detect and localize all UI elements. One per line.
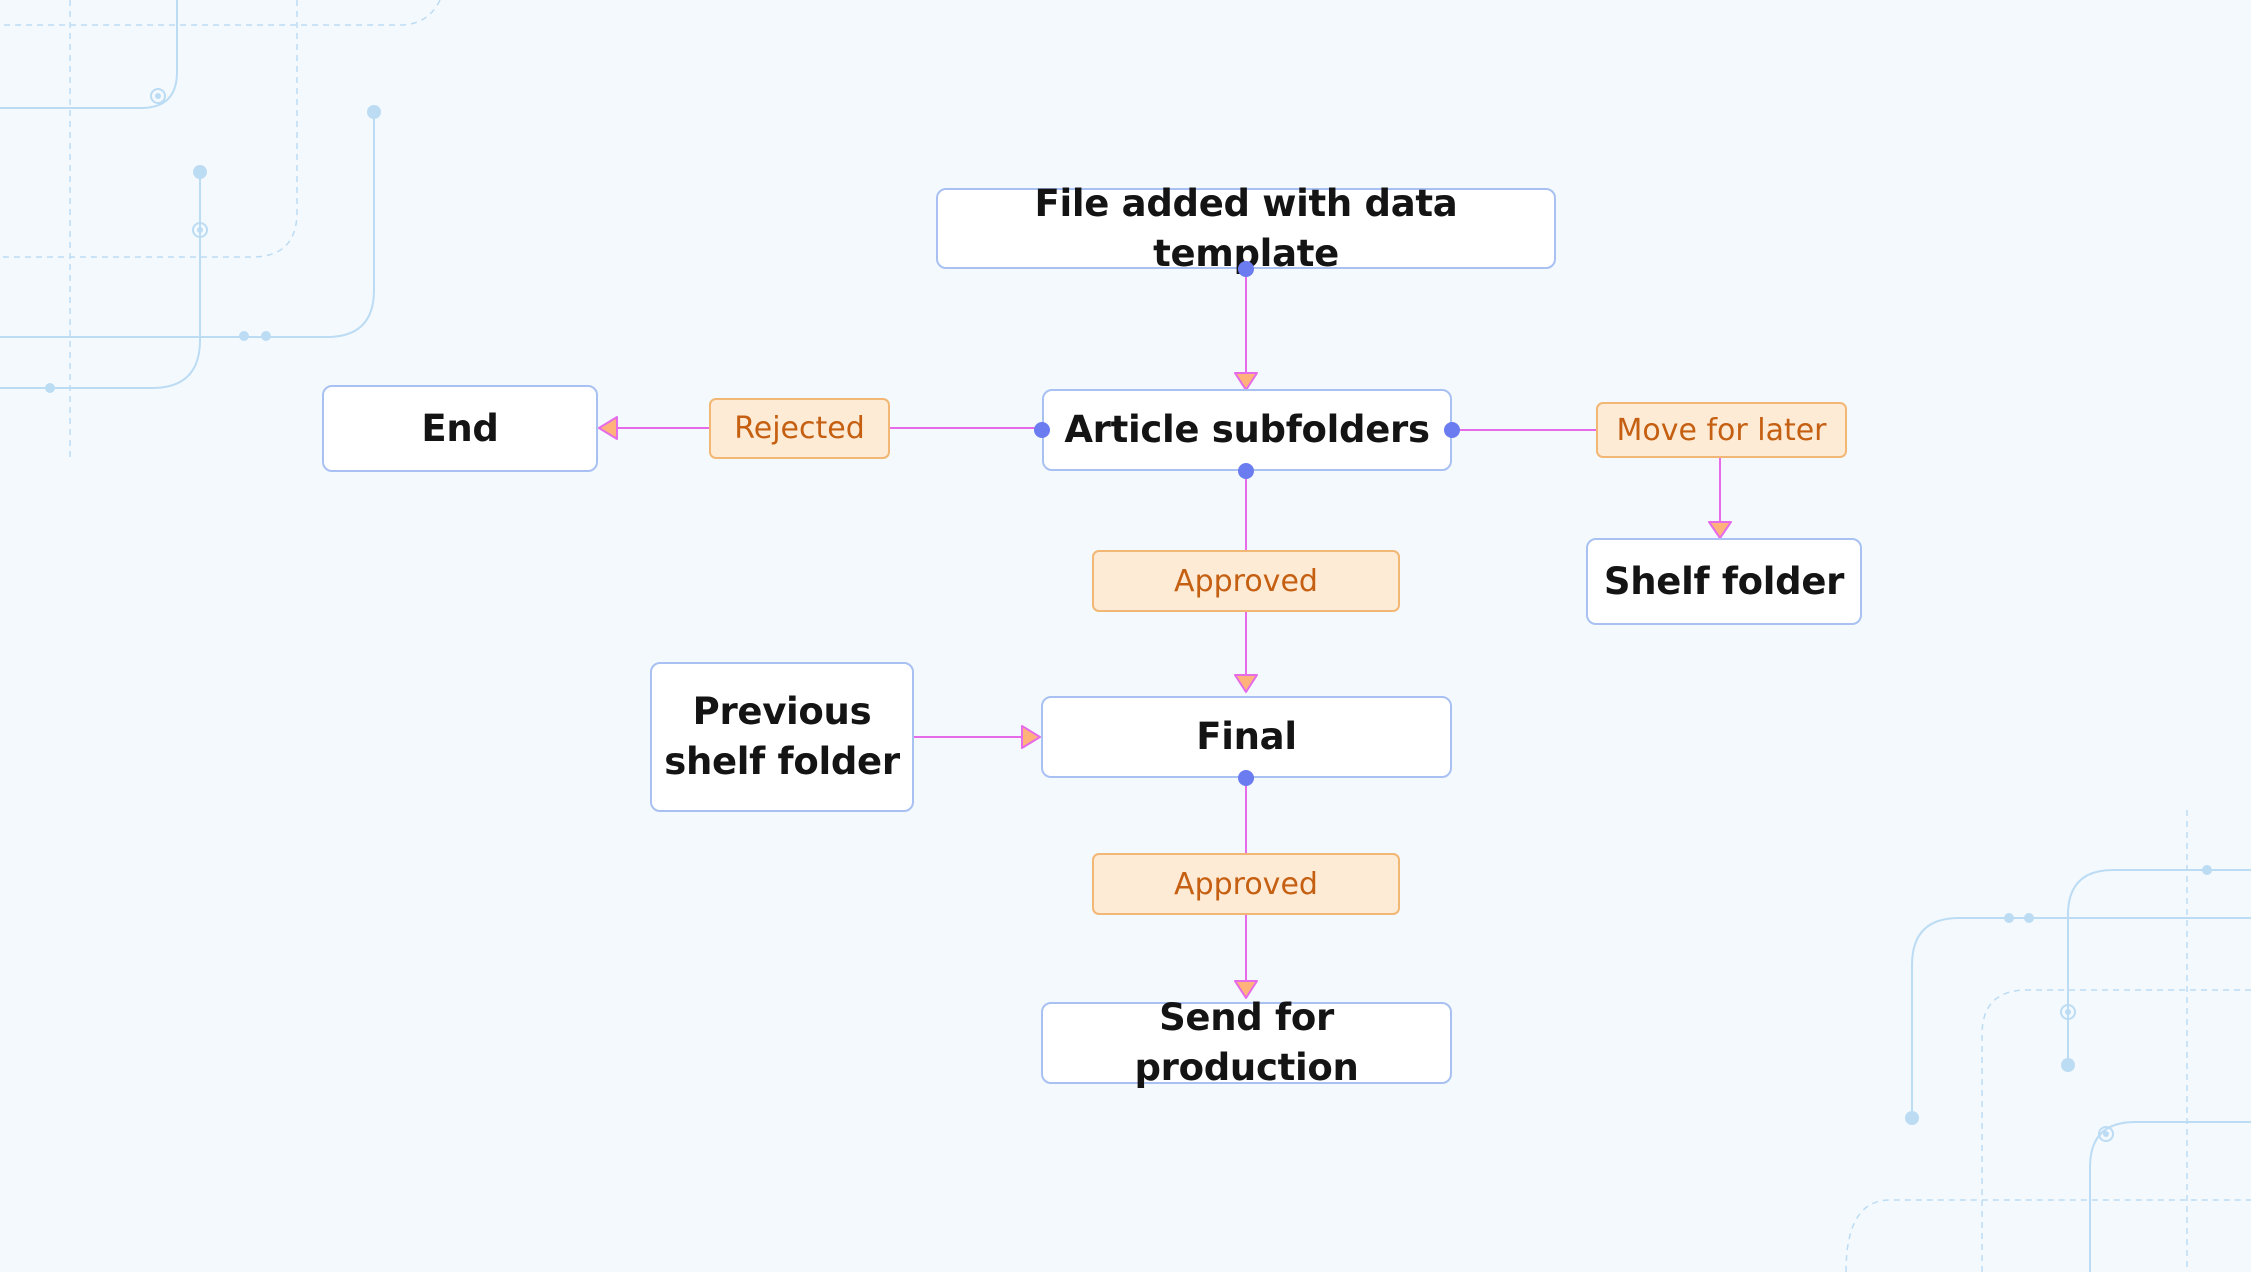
port-dot-article-left (1034, 422, 1050, 438)
edge-label-approved-final-to-send[interactable]: Approved (1092, 853, 1400, 915)
node-file-added-with-data-template[interactable]: File added with data template (936, 182, 1556, 275)
node-shelf-folder[interactable]: Shelf folder (1586, 538, 1862, 625)
edge-label-text: Move for later (1616, 412, 1827, 448)
node-label: File added with data template (1034, 181, 1458, 275)
node-label: Final (1196, 715, 1297, 759)
arrowhead-from-previous-shelf (1021, 725, 1041, 749)
node-end[interactable]: End (322, 385, 598, 472)
node-label: Send for production (1134, 996, 1359, 1089)
edge-label-text: Rejected (734, 411, 865, 446)
edge-label-move-for-later[interactable]: Move for later (1596, 402, 1847, 458)
edge-label-text: Approved (1174, 563, 1318, 599)
arrowhead-to-send-for-production (1234, 980, 1258, 999)
arrowhead-to-final (1234, 674, 1258, 693)
edge-label-rejected[interactable]: Rejected (709, 398, 890, 459)
arrowhead-to-shelf-folder (1708, 521, 1732, 539)
node-label-line-2: shelf folder (664, 740, 900, 783)
edge-label-text: Approved (1174, 866, 1318, 902)
port-dot-article-right (1444, 422, 1460, 438)
node-label-line-1: Previous (692, 690, 872, 734)
node-send-for-production[interactable]: Send for production (1041, 996, 1452, 1089)
port-dot-file-bottom (1238, 261, 1254, 277)
port-dot-article-bottom (1238, 463, 1254, 479)
node-previous-shelf-folder[interactable]: Previous shelf folder (650, 662, 914, 812)
node-final[interactable]: Final (1041, 696, 1452, 778)
node-label: End (421, 406, 499, 450)
node-label: Shelf folder (1603, 559, 1845, 603)
node-label: Article subfolders (1064, 408, 1430, 452)
arrowhead-to-end (598, 416, 618, 440)
edge-label-approved-article-to-final[interactable]: Approved (1092, 550, 1400, 612)
port-dot-final-bottom (1238, 770, 1254, 786)
arrowhead-to-article-subfolders (1234, 372, 1258, 391)
